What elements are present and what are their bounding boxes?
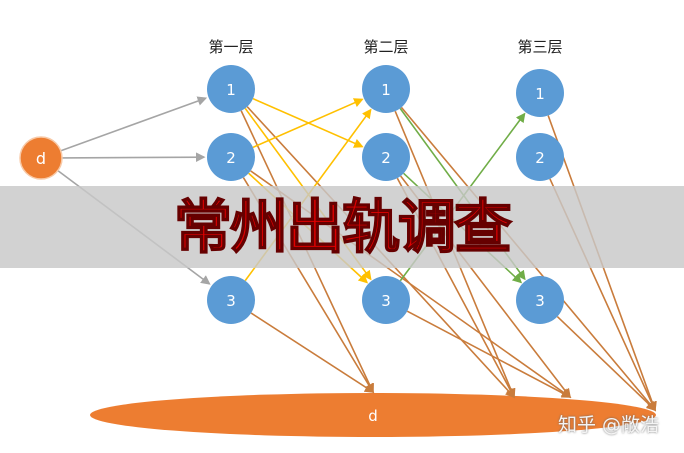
layer-node [516, 133, 564, 181]
node-label: 1 [535, 85, 545, 103]
node-label: 2 [381, 149, 391, 167]
sink-edge [406, 310, 572, 398]
sink-label: d [368, 407, 378, 425]
node-label: 3 [381, 292, 391, 310]
source-node [19, 136, 63, 180]
watermark: 知乎 @敞浩 [558, 414, 660, 436]
layer-node [516, 69, 564, 117]
layer1-edge [252, 98, 364, 149]
node-label: 1 [226, 81, 236, 99]
layer-node [207, 276, 255, 324]
sink-node [90, 393, 656, 437]
layer-node [207, 65, 255, 113]
node-label: 2 [226, 149, 236, 167]
layer-node [362, 276, 410, 324]
layer-node [516, 276, 564, 324]
layer-node [362, 133, 410, 181]
layer-title: 第三层 [517, 38, 562, 56]
source-label: d [36, 149, 46, 168]
input-edge [60, 152, 206, 162]
sink-edge [556, 316, 657, 412]
layer-node [207, 133, 255, 181]
node-label: 3 [226, 292, 236, 310]
sink-edge [250, 312, 375, 393]
input-edge [59, 96, 208, 152]
layer-title: 第一层 [208, 38, 253, 56]
node-label: 1 [381, 81, 391, 99]
node-label: 3 [535, 292, 545, 310]
layer-node [362, 65, 410, 113]
banner-text: 常州出轨调查 [173, 192, 513, 262]
banner-background [0, 186, 684, 268]
layer-title: 第二层 [363, 38, 408, 56]
node-label: 2 [535, 149, 545, 167]
